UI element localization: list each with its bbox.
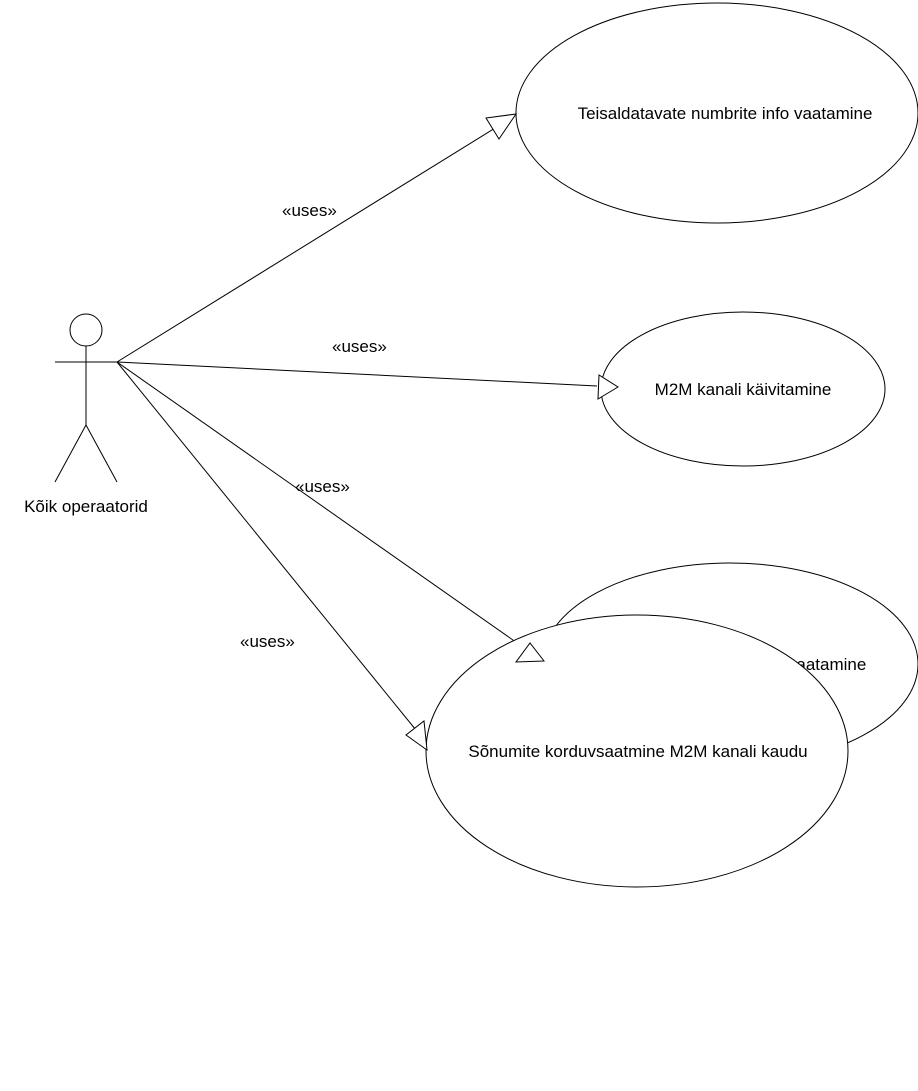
- use-case-2[interactable]: M2M kanali käivitamine: [600, 311, 886, 467]
- arrowhead-2: [597, 374, 619, 400]
- arrowhead-4: [405, 720, 428, 752]
- associations: [116, 124, 598, 736]
- actor-right-leg: [85, 424, 118, 483]
- stereotype-label-2: «uses»: [332, 337, 387, 356]
- use-case-label: M2M kanali käivitamine: [655, 380, 832, 399]
- stereotype-labels: «uses» «uses» «uses» «uses»: [240, 201, 387, 651]
- use-case-label: Sõnumite korduvsaatmine M2M kanali kaudu: [468, 742, 807, 761]
- actor-head: [69, 313, 103, 347]
- use-case-label: Teisaldatavate numbrite info vaatamine: [578, 104, 873, 123]
- stereotype-label-3: «uses»: [295, 477, 350, 496]
- actor-left-leg: [54, 424, 87, 483]
- use-case-4[interactable]: Sõnumite korduvsaatmine M2M kanali kaudu: [425, 614, 849, 888]
- use-case-1[interactable]: Teisaldatavate numbrite info vaatamine: [515, 2, 918, 224]
- actor[interactable]: Kõik operaatorid: [24, 313, 148, 516]
- association-line-4[interactable]: [116, 361, 421, 736]
- arrowhead-1: [485, 113, 518, 140]
- stereotype-label-1: «uses»: [282, 201, 337, 220]
- use-case-ellipse: [515, 2, 918, 224]
- association-line-2[interactable]: [116, 361, 598, 387]
- stereotype-label-4: «uses»: [240, 632, 295, 651]
- arrowhead-3: [514, 642, 545, 663]
- use-case-ellipse: [425, 614, 849, 888]
- actor-name: Kõik operaatorid: [24, 497, 148, 516]
- association-line-1[interactable]: [116, 124, 501, 363]
- arrowheads: [405, 113, 619, 752]
- association-line-3[interactable]: [116, 361, 531, 653]
